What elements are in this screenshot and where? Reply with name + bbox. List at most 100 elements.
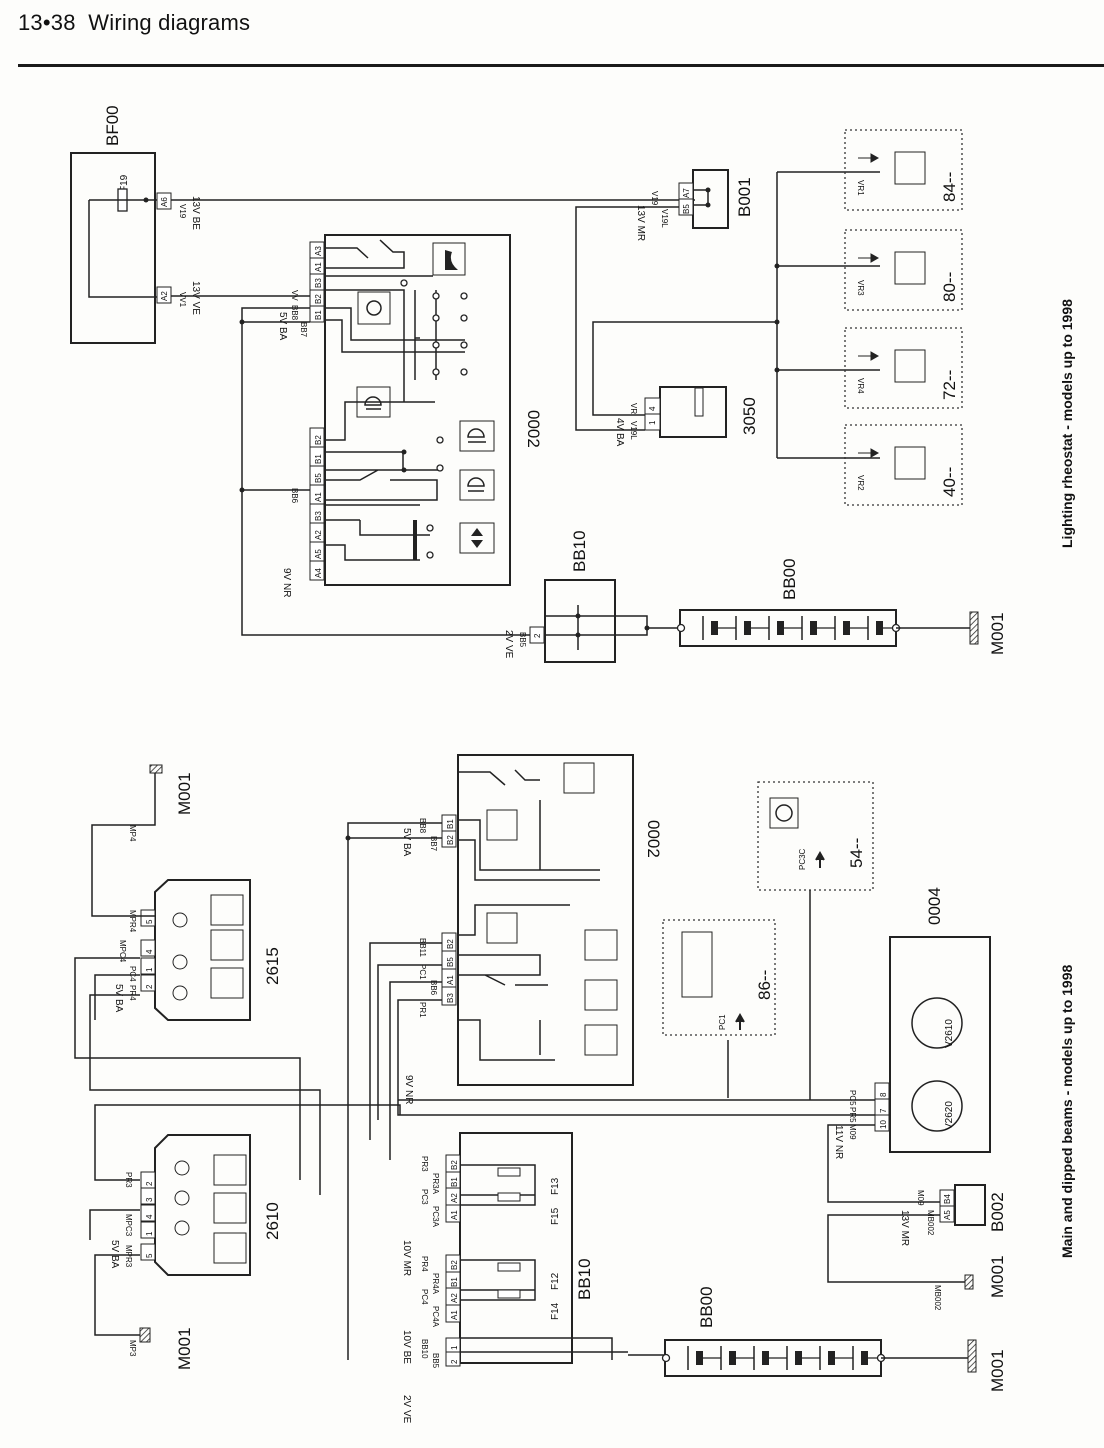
wire-bb11: BB11 (418, 938, 427, 958)
wire-spec-13v-ve: 13V VE (190, 281, 201, 315)
pin-0004: 7 (879, 1108, 888, 1113)
lamp-v2610 (911, 997, 963, 1049)
wire-mb002-ground: MB002 (933, 1285, 942, 1311)
pin-a6: A6 (160, 197, 169, 207)
page-title: Wiring diagrams (88, 10, 251, 35)
battery-cell (876, 621, 883, 635)
battery-cell (762, 1351, 769, 1365)
lighting-rheostat-diagram: BF00 F19 A6 A2 V19 13V BE VV1 13V VE 000… (70, 105, 1007, 663)
main-beam-icon (210, 929, 244, 961)
wire-pr4: PR4 (128, 985, 137, 1001)
wire-spec-2v-ve: 2V VE (401, 1395, 412, 1424)
battery-cell (696, 1351, 703, 1365)
page-header: 13•38 Wiring diagrams (18, 10, 250, 36)
pin-bb10: B1 (450, 1277, 459, 1287)
battery-cell (843, 621, 850, 635)
resistor-icon (694, 387, 704, 417)
fuse-f19-label: F19 (119, 174, 130, 192)
ground-m001-b002: M001 MB002 (933, 1255, 1007, 1310)
battery-box-bb10: BB10 2 BB5 2V VE (503, 530, 650, 663)
wire-bb6: BB6 (429, 980, 438, 996)
m001-label: M001 (988, 1255, 1007, 1298)
fusebox-bf00: BF00 F19 A6 A2 V19 13V BE VV1 13V VE (70, 105, 201, 344)
unit-0004-label: 0004 (925, 887, 944, 925)
pin-a5: A5 (314, 549, 323, 559)
gauge-icon (894, 446, 926, 480)
wire-v19-b001: V19 (650, 191, 659, 206)
pin-b2: B2 (446, 939, 455, 949)
wire-spec-13v-be: 13V BE (190, 196, 201, 230)
main-beam-icon (459, 420, 495, 452)
pin-2615: 1 (145, 967, 154, 972)
pin-2610: 3 (145, 1197, 154, 1202)
wire-mpr4: MPR4 (128, 910, 137, 933)
wire-pc1-module: PC1 (718, 1014, 727, 1030)
dipped-beam-icon (486, 912, 518, 944)
fuse-f13: F13 (550, 1177, 561, 1195)
pin-bb10: A2 (450, 1293, 459, 1303)
switch-0002-label: 0002 (644, 820, 663, 858)
wire-pc3: PC3 (420, 1189, 429, 1205)
main-beam-icon (213, 1192, 247, 1224)
pin-a1: A1 (314, 262, 323, 272)
lamp-v2620-label: V2620 (944, 1101, 955, 1130)
pin-2: 2 (533, 633, 542, 638)
pin-0004: 8 (879, 1092, 888, 1097)
lamp-v2610-label: V2610 (944, 1019, 955, 1048)
wire-spec-5v-ba: 5V BA (401, 828, 412, 857)
module-54-label: 54-- (847, 838, 866, 868)
wire-v19l-3050: V19L (629, 421, 638, 440)
wire-bb10: BB10 (420, 1339, 429, 1359)
pin-b3: B3 (314, 511, 323, 521)
fuse-f12: F12 (550, 1272, 561, 1290)
wire-bb5: BB5 (518, 632, 527, 648)
wire-m09: M09 (848, 1124, 857, 1140)
warning-lamp-icon (769, 797, 799, 829)
m001-label: M001 (988, 1349, 1007, 1392)
bb00-label: BB00 (780, 558, 799, 600)
wire-vr2: VR2 (856, 475, 865, 491)
lamp-2610-label: 2610 (263, 1202, 282, 1240)
headlamp-icon (584, 979, 618, 1011)
load-code-label: 72-- (940, 370, 959, 400)
wire-bb7: BB7 (429, 836, 438, 852)
b001-label: B001 (735, 177, 754, 217)
sidelight-icon (486, 809, 518, 841)
battery-cell (795, 1351, 802, 1365)
battery-cell (810, 621, 817, 635)
pin-2615: 4 (145, 949, 154, 954)
sidelight-icon (357, 291, 391, 325)
headlamp-icon (459, 469, 495, 501)
m001-label: M001 (175, 772, 194, 815)
horn-icon (432, 242, 466, 276)
wire-bb5: BB5 (431, 1353, 440, 1369)
wire-vr3: VR3 (856, 280, 865, 296)
pin-b2: B2 (314, 294, 323, 304)
header-rule (18, 64, 1104, 67)
switch-0002-label: 0002 (524, 410, 543, 448)
pin-2610: 5 (145, 1253, 154, 1258)
arrows-icon (459, 522, 495, 554)
pin-bb10: A2 (450, 1193, 459, 1203)
load-code-label: 84-- (940, 172, 959, 202)
battery-cell (777, 621, 784, 635)
pin-b4: B4 (943, 1194, 952, 1204)
wire-spec-13v-mr: 13V MR (635, 205, 646, 241)
pin-b5: B5 (446, 957, 455, 967)
fuse-f15: F15 (550, 1207, 561, 1225)
wire-spec-4v-ba: 4V BA (614, 418, 625, 447)
lamp-2615-label: 2615 (263, 947, 282, 985)
wire-spec-13v-mr: 13V MR (899, 1210, 910, 1246)
wire-pr4a: PR4A (431, 1273, 440, 1295)
battery-bb00-bottom: BB00 (661, 1286, 886, 1377)
page-number: 13•38 (18, 10, 76, 35)
pin-b5: B5 (314, 473, 323, 483)
battery-cell (744, 621, 751, 635)
lamp-v2620 (911, 1080, 963, 1132)
